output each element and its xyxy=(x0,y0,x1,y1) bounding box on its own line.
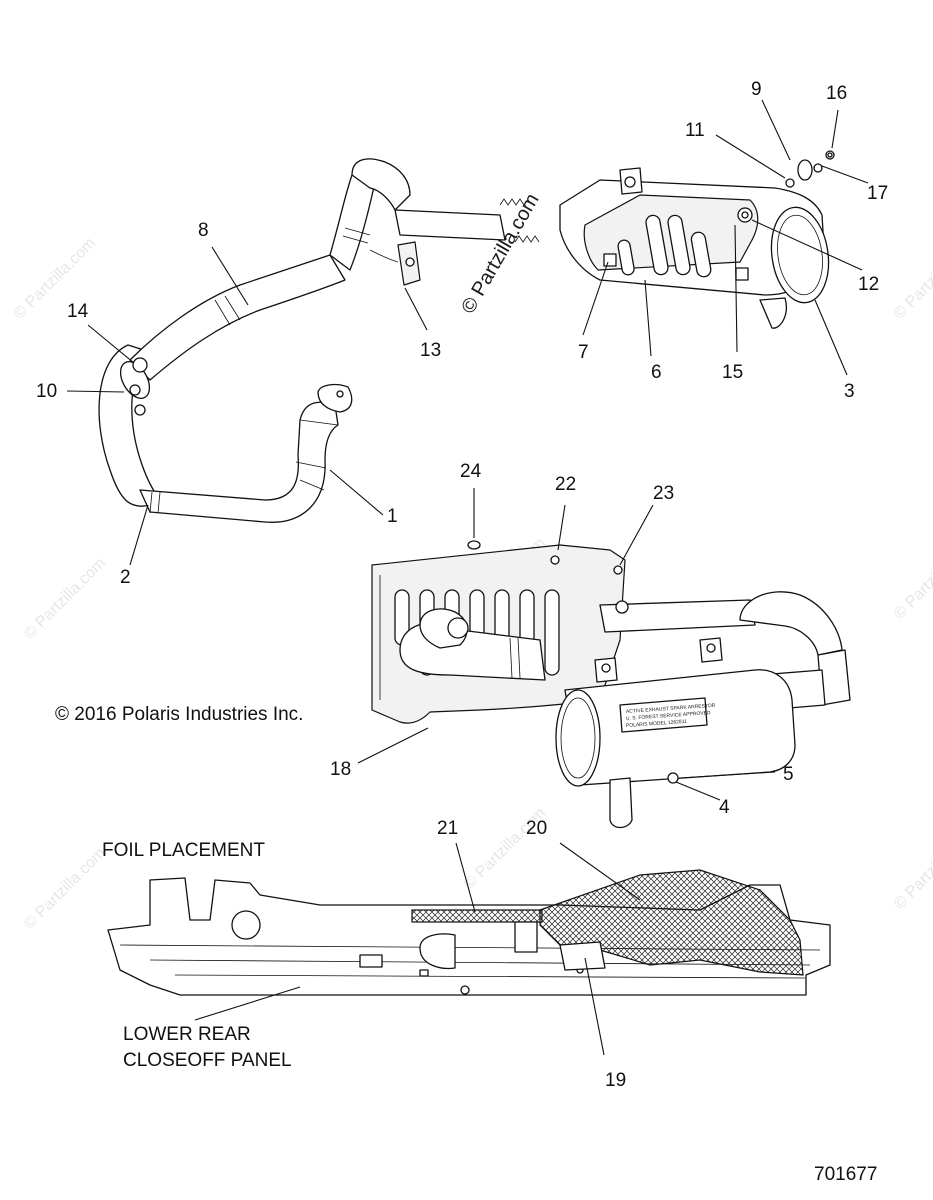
callout-10: 10 xyxy=(36,381,57,402)
foil-placement-heading: FOIL PLACEMENT xyxy=(102,840,265,861)
callout-20: 20 xyxy=(526,818,547,839)
callout-3: 3 xyxy=(844,381,855,402)
callout-19: 19 xyxy=(605,1070,626,1091)
middle-assembly: ACTIVE EXHAUST SPARK ARRESTOR U. S. FORE… xyxy=(371,540,851,829)
exhaust-pipe-assembly xyxy=(98,158,540,523)
callout-1: 1 xyxy=(387,506,398,527)
callout-11: 11 xyxy=(685,120,705,141)
callout-labels: 1 2 3 4 5 6 7 8 9 10 11 12 13 14 15 16 1… xyxy=(36,79,888,1091)
callout-14: 14 xyxy=(67,301,89,322)
callout-4: 4 xyxy=(719,797,730,818)
panel-label-line2: CLOSEOFF PANEL xyxy=(123,1050,292,1071)
muffler-plate-line: POLARIS MODEL 1262811 xyxy=(626,719,688,729)
watermark-faint: © Partzilla.com xyxy=(21,845,109,933)
callout-18: 18 xyxy=(330,759,351,780)
watermark-center: © Partzilla.com xyxy=(457,190,543,318)
watermark-faint: © Partzilla.com xyxy=(891,825,933,913)
callout-leaders xyxy=(66,99,869,1056)
diagram-number: 701677 xyxy=(814,1164,877,1185)
callout-6: 6 xyxy=(651,362,662,383)
callout-24: 24 xyxy=(460,461,482,482)
callout-8: 8 xyxy=(198,220,209,241)
callout-13: 13 xyxy=(420,340,441,361)
closeoff-panel xyxy=(107,869,831,996)
callout-22: 22 xyxy=(555,474,576,495)
callout-9: 9 xyxy=(751,79,762,100)
watermark-faint: © Partzilla.com xyxy=(891,535,933,623)
muffler-plate-line: U. S. FOREST SERVICE APPROVED xyxy=(626,710,711,722)
callout-7: 7 xyxy=(578,342,589,363)
callout-12: 12 xyxy=(858,274,879,295)
callout-21: 21 xyxy=(437,818,458,839)
watermark-faint: © Partzilla.com xyxy=(21,555,109,643)
panel-label-line1: LOWER REAR xyxy=(123,1024,251,1045)
callout-23: 23 xyxy=(653,483,674,504)
callout-17: 17 xyxy=(867,183,888,204)
callout-2: 2 xyxy=(120,567,131,588)
watermark-faint: © Partzilla.com xyxy=(891,235,933,323)
muffler-top xyxy=(559,150,835,329)
callout-16: 16 xyxy=(826,83,847,104)
callout-15: 15 xyxy=(722,362,743,383)
copyright-text: © 2016 Polaris Industries Inc. xyxy=(55,704,303,725)
callout-5: 5 xyxy=(783,764,794,785)
